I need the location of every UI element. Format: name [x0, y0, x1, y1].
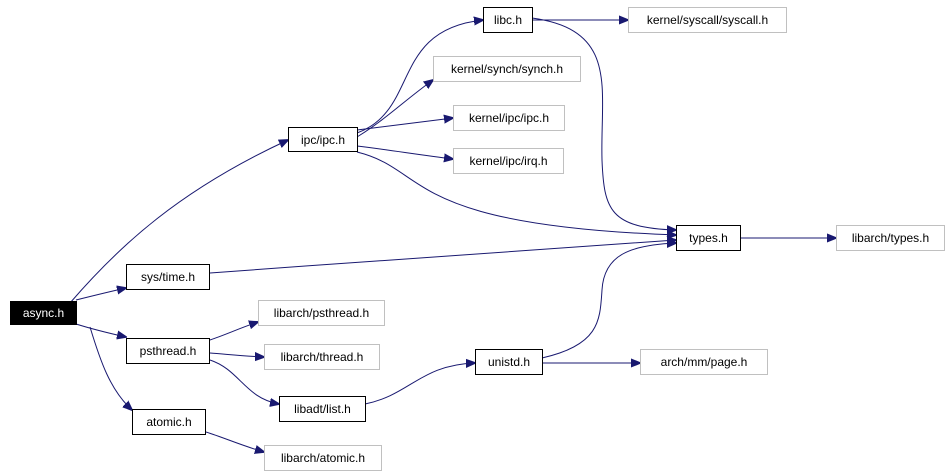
node-libadt-list-h[interactable]: libadt/list.h [279, 396, 366, 422]
node-label: unistd.h [487, 355, 531, 369]
edge-ipc-to-types [356, 151, 676, 235]
node-async-h: async.h [10, 301, 77, 325]
edge-systime-to-types [209, 240, 676, 274]
node-libarch-types-h[interactable]: libarch/types.h [836, 225, 945, 251]
node-label: kernel/ipc/ipc.h [468, 111, 550, 125]
node-libarch-psthread-h[interactable]: libarch/psthread.h [258, 300, 385, 326]
node-arch-mm-page-h[interactable]: arch/mm/page.h [640, 349, 768, 375]
node-sys-time-h[interactable]: sys/time.h [126, 264, 210, 290]
node-kernel-ipc-irq-h[interactable]: kernel/ipc/irq.h [453, 148, 564, 174]
node-types-h[interactable]: types.h [676, 225, 741, 251]
node-label: libarch/thread.h [280, 350, 364, 364]
edge-psthread-to-list [209, 359, 279, 404]
node-label: ipc/ipc.h [300, 132, 346, 147]
node-label: sys/time.h [140, 270, 195, 284]
edge-list-to-unistd [364, 363, 475, 405]
node-label: libarch/types.h [851, 231, 930, 245]
edge-async-to-atomic [89, 326, 132, 410]
node-label: kernel/synch/synch.h [450, 62, 564, 76]
edge-ipc-to-kernelipc [356, 118, 453, 131]
edge-ipc-to-libc [356, 20, 483, 134]
node-label: libarch/psthread.h [273, 306, 370, 320]
node-label: async.h [22, 306, 65, 320]
node-label: kernel/syscall/syscall.h [646, 13, 769, 27]
node-label: kernel/ipc/irq.h [469, 154, 548, 168]
node-label: arch/mm/page.h [660, 355, 748, 369]
edge-unistd-to-types [541, 243, 676, 359]
node-label: psthread.h [139, 344, 197, 358]
edge-psthread-to-libarchthread [209, 353, 264, 357]
node-kernel-syscall-syscall-h[interactable]: kernel/syscall/syscall.h [628, 7, 787, 33]
node-label: libc.h [493, 13, 522, 27]
edge-async-to-psthread [75, 323, 126, 337]
node-atomic-h[interactable]: atomic.h [132, 409, 206, 435]
node-kernel-synch-synch-h[interactable]: kernel/synch/synch.h [433, 56, 581, 82]
node-label: atomic.h [146, 415, 192, 429]
node-psthread-h[interactable]: psthread.h [126, 338, 210, 364]
node-label: libarch/atomic.h [280, 451, 366, 465]
edge-async-to-ipc [69, 140, 288, 304]
node-libc-h[interactable]: libc.h [483, 7, 533, 33]
node-unistd-h[interactable]: unistd.h [475, 349, 543, 375]
edge-ipc-to-irq [356, 145, 453, 159]
edge-ipc-to-synch [356, 80, 433, 138]
edge-atomic-to-libarchatomic [205, 431, 264, 452]
node-label: types.h [689, 231, 728, 245]
node-libarch-thread-h[interactable]: libarch/thread.h [264, 344, 380, 370]
node-label: libadt/list.h [294, 402, 351, 416]
node-ipc-ipc-h[interactable]: ipc/ipc.h [288, 127, 358, 152]
node-kernel-ipc-ipc-h[interactable]: kernel/ipc/ipc.h [453, 105, 565, 131]
edge-libc-to-types [531, 17, 676, 230]
node-libarch-atomic-h[interactable]: libarch/atomic.h [264, 445, 382, 471]
edge-psthread-to-libarchpsthread [209, 322, 258, 341]
edge-async-to-systime [75, 288, 126, 301]
